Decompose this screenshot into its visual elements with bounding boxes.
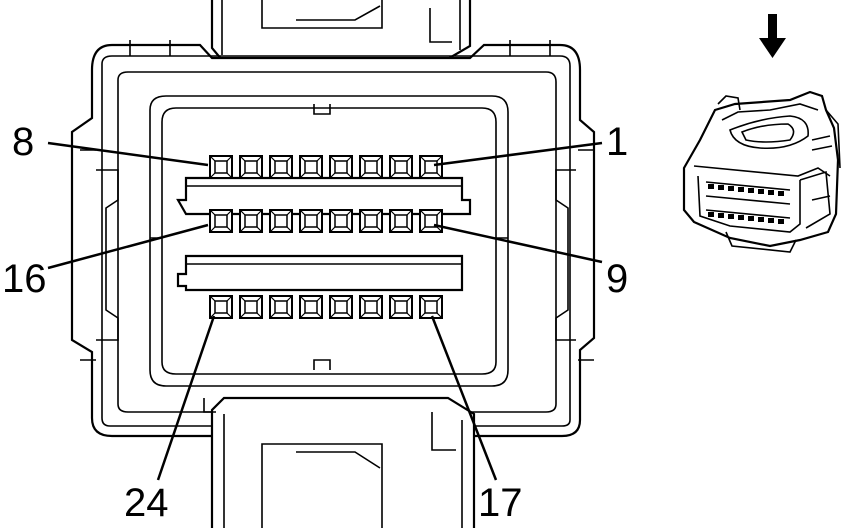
thumbnail-pin-rows <box>708 184 784 224</box>
thumbnail-pin <box>778 191 784 196</box>
thumbnail-pin <box>738 187 744 192</box>
thumbnail-pin <box>738 215 744 220</box>
pin-label-9: 9 <box>606 257 628 301</box>
pin-cavity-23 <box>239 295 263 319</box>
pin-cavity-21 <box>299 295 323 319</box>
pin-label-8: 8 <box>12 120 34 164</box>
upper-latch <box>210 0 472 62</box>
pin-cavity-11 <box>359 209 383 233</box>
pin-labels: 8 1 16 9 24 17 <box>2 120 628 525</box>
leader-line-1 <box>433 141 603 167</box>
pin-cavity-18 <box>389 295 413 319</box>
pin-cavity-16 <box>209 209 233 233</box>
pin-cavity-14 <box>269 209 293 233</box>
thumbnail-pin <box>718 185 724 190</box>
thumbnail-pin <box>768 218 774 223</box>
thumbnail-pin <box>758 189 764 194</box>
lower-latch <box>203 396 476 528</box>
pin-label-1: 1 <box>606 120 628 164</box>
leader-line-8 <box>47 141 209 167</box>
leader-line-24 <box>156 315 216 481</box>
leader-line-16 <box>47 223 209 270</box>
pin-cavity-4 <box>329 155 353 179</box>
pin-cavity-2 <box>389 155 413 179</box>
pin-cavity-10 <box>389 209 413 233</box>
connector-housing <box>70 40 596 438</box>
pin-cavity-24 <box>209 295 233 319</box>
thumbnail-pin <box>768 190 774 195</box>
pin-cavity-20 <box>329 295 353 319</box>
upper-separator-bar <box>176 176 472 216</box>
pin-cavity-9 <box>419 209 443 233</box>
pin-cavity-19 <box>359 295 383 319</box>
pin-cavity-15 <box>239 209 263 233</box>
pin-cavity-7 <box>239 155 263 179</box>
thumbnail-pin <box>708 184 714 189</box>
pin-cavity-12 <box>329 209 353 233</box>
pin-cavity-1 <box>419 155 443 179</box>
pin-cavity-5 <box>299 155 323 179</box>
thumbnail-pin <box>708 212 714 217</box>
thumbnail-pin <box>748 188 754 193</box>
thumbnail-pin <box>728 186 734 191</box>
pin-label-24: 24 <box>124 481 169 525</box>
arrow-down-icon <box>759 14 786 58</box>
pin-cavity-8 <box>209 155 233 179</box>
pin-cavities <box>209 155 443 319</box>
thumbnail-pin <box>718 213 724 218</box>
pin-cavity-17 <box>419 295 443 319</box>
pin-label-17: 17 <box>478 481 523 525</box>
thumbnail-pin <box>748 216 754 221</box>
pin-cavity-6 <box>269 155 293 179</box>
leader-line-17 <box>430 315 498 481</box>
leader-line-9 <box>433 223 603 264</box>
leader-lines <box>47 141 603 481</box>
pin-cavity-3 <box>359 155 383 179</box>
pin-cavity-13 <box>299 209 323 233</box>
pin-cavity-22 <box>269 295 293 319</box>
pin-label-16: 16 <box>2 257 47 301</box>
connector-isometric-thumbnail <box>682 90 841 253</box>
lower-separator-bar <box>176 254 464 292</box>
thumbnail-pin <box>758 217 764 222</box>
thumbnail-pin <box>778 219 784 224</box>
thumbnail-pin <box>728 214 734 219</box>
